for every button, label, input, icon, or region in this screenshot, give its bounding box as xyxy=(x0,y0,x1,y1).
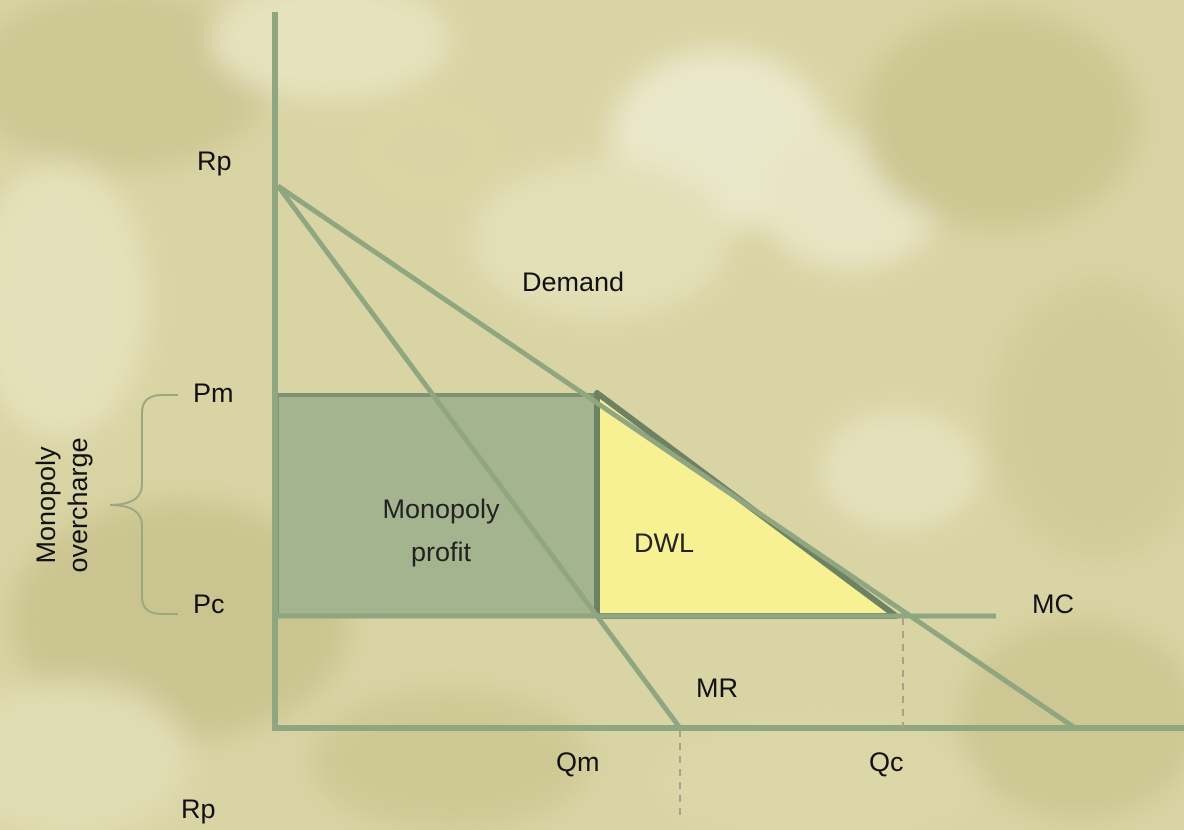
mr-label: MR xyxy=(696,673,738,703)
rp-bottom-label: Rp xyxy=(181,794,216,824)
monopoly-profit-label-line2: profit xyxy=(411,537,472,567)
monopoly-profit-label-line1: Monopoly xyxy=(382,494,500,524)
pc-label: Pc xyxy=(193,589,225,619)
demand-label: Demand xyxy=(522,267,624,297)
dwl-label: DWL xyxy=(634,528,694,558)
overcharge-label-line1: Monopoly xyxy=(31,446,61,564)
mc-label: MC xyxy=(1032,589,1074,619)
pm-label: Pm xyxy=(193,378,234,408)
demand-curve xyxy=(276,183,1077,731)
mr-curve xyxy=(275,184,683,730)
qc-label: Qc xyxy=(869,747,904,777)
qm-label: Qm xyxy=(556,747,600,777)
monopoly-profit-area xyxy=(275,393,599,618)
overcharge-brace xyxy=(109,394,178,615)
rp-top-label: Rp xyxy=(197,146,232,176)
overcharge-label-line2: overcharge xyxy=(63,437,93,572)
